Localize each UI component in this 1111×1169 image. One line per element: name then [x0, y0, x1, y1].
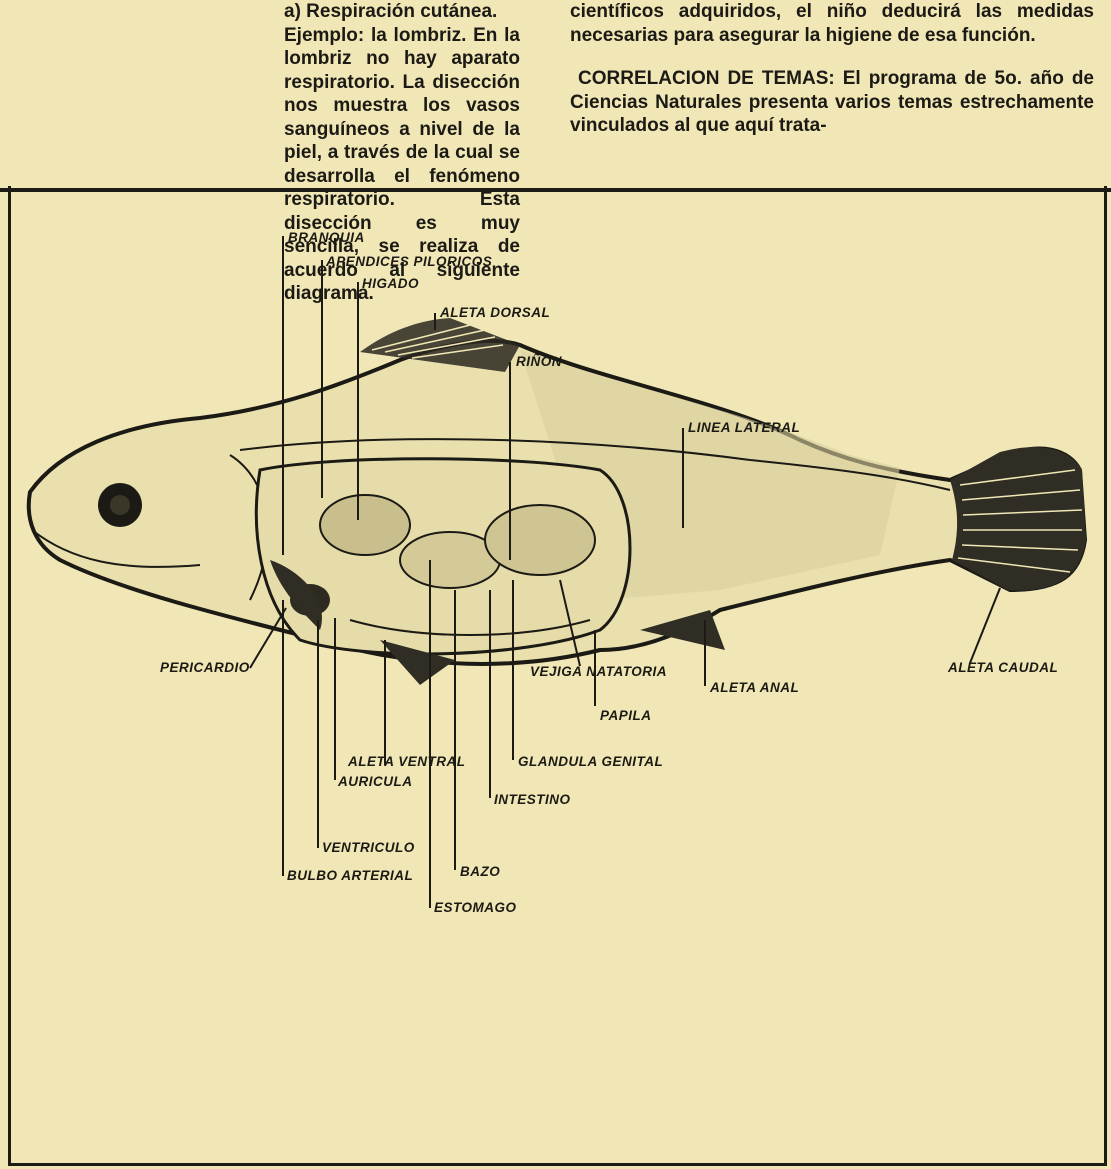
label-auricula: AURICULA [337, 774, 413, 789]
label-linea-lateral: LINEA LATERAL [688, 420, 800, 435]
label-aleta-anal: ALETA ANAL [709, 680, 799, 695]
label-ventriculo: VENTRICULO [322, 840, 415, 855]
label-glandula-genital: GLANDULA GENITAL [518, 754, 663, 769]
label-estomago: ESTOMAGO [434, 900, 517, 915]
label-aleta-dorsal: ALETA DORSAL [439, 305, 550, 320]
label-aleta-caudal: ALETA CAUDAL [947, 660, 1058, 675]
caudal-fin [950, 447, 1086, 590]
label-apendices-piloricos: APENDICES PILORICOS [325, 254, 492, 269]
label-pericardio: PERICARDIO [160, 660, 250, 675]
label-papila: PAPILA [600, 708, 652, 723]
label-bazo: BAZO [460, 864, 500, 879]
label-bulbo-arterial: BULBO ARTERIAL [287, 868, 413, 883]
label-intestino: INTESTINO [494, 792, 571, 807]
label-rinon: RIÑON [516, 354, 562, 369]
label-higado: HIGADO [362, 276, 419, 291]
label-aleta-ventral: ALETA VENTRAL [347, 754, 466, 769]
label-vejiga-natatoria: VEJIGA NATATORIA [530, 664, 667, 679]
label-branquia: BRANQUIA [288, 230, 365, 245]
